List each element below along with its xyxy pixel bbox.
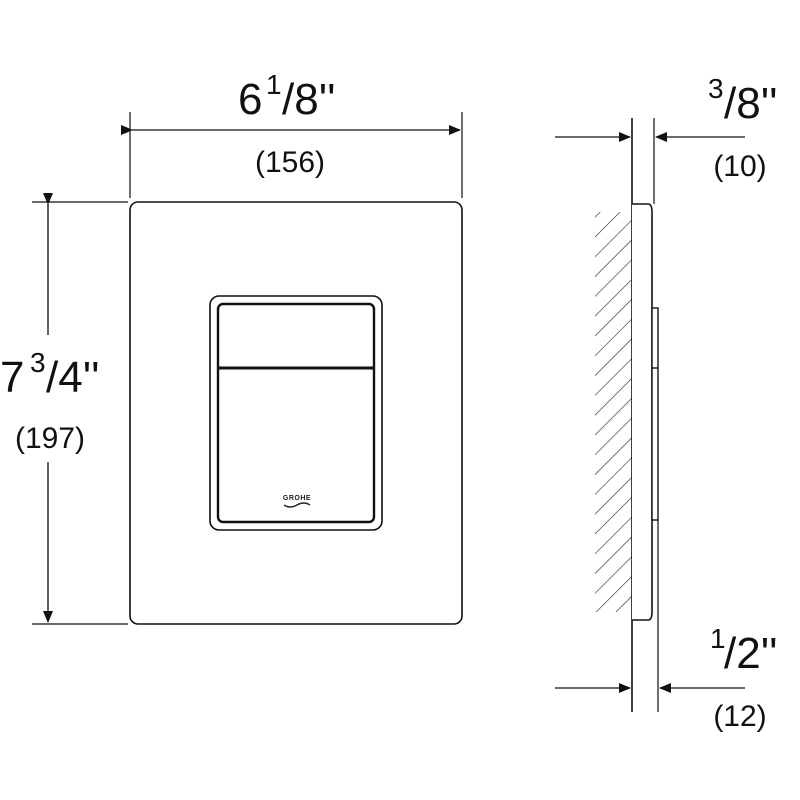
depth-top-frac-num: 3 xyxy=(708,73,724,104)
width-whole: 6 xyxy=(238,75,262,124)
front-view: GROHE xyxy=(32,112,463,625)
height-label: 7 3 /4'' (197) xyxy=(0,347,100,455)
wall-hatch xyxy=(595,212,632,612)
side-view xyxy=(555,118,745,712)
height-metric: (197) xyxy=(15,422,85,455)
depth-bottom-frac-den: /2'' xyxy=(724,629,778,678)
depth-bottom-label: 1 /2'' (12) xyxy=(710,623,778,733)
button-frame xyxy=(216,302,376,524)
height-whole: 7 xyxy=(0,353,24,402)
width-frac-den: /8'' xyxy=(282,75,336,124)
brand-logo-wave xyxy=(283,502,311,508)
depth-top-label: 3 /8'' (10) xyxy=(708,73,778,183)
height-frac-den: /4'' xyxy=(46,353,100,402)
depth-top-frac-den: /8'' xyxy=(724,79,778,128)
brand-logo: GROHE xyxy=(283,495,311,508)
width-frac-num: 1 xyxy=(266,69,282,100)
button-bezel xyxy=(209,295,383,531)
depth-bottom-frac-num: 1 xyxy=(710,623,726,654)
depth-top-metric: (10) xyxy=(713,150,766,183)
plate-side-profile xyxy=(632,203,653,621)
button-side-profile xyxy=(651,307,659,521)
height-frac-num: 3 xyxy=(30,347,46,378)
flush-plate-outline xyxy=(129,201,463,625)
width-metric: (156) xyxy=(255,146,325,179)
depth-bottom-metric: (12) xyxy=(713,700,766,733)
width-label: 6 1 /8'' (156) xyxy=(238,69,336,179)
brand-logo-text: GROHE xyxy=(283,495,311,502)
